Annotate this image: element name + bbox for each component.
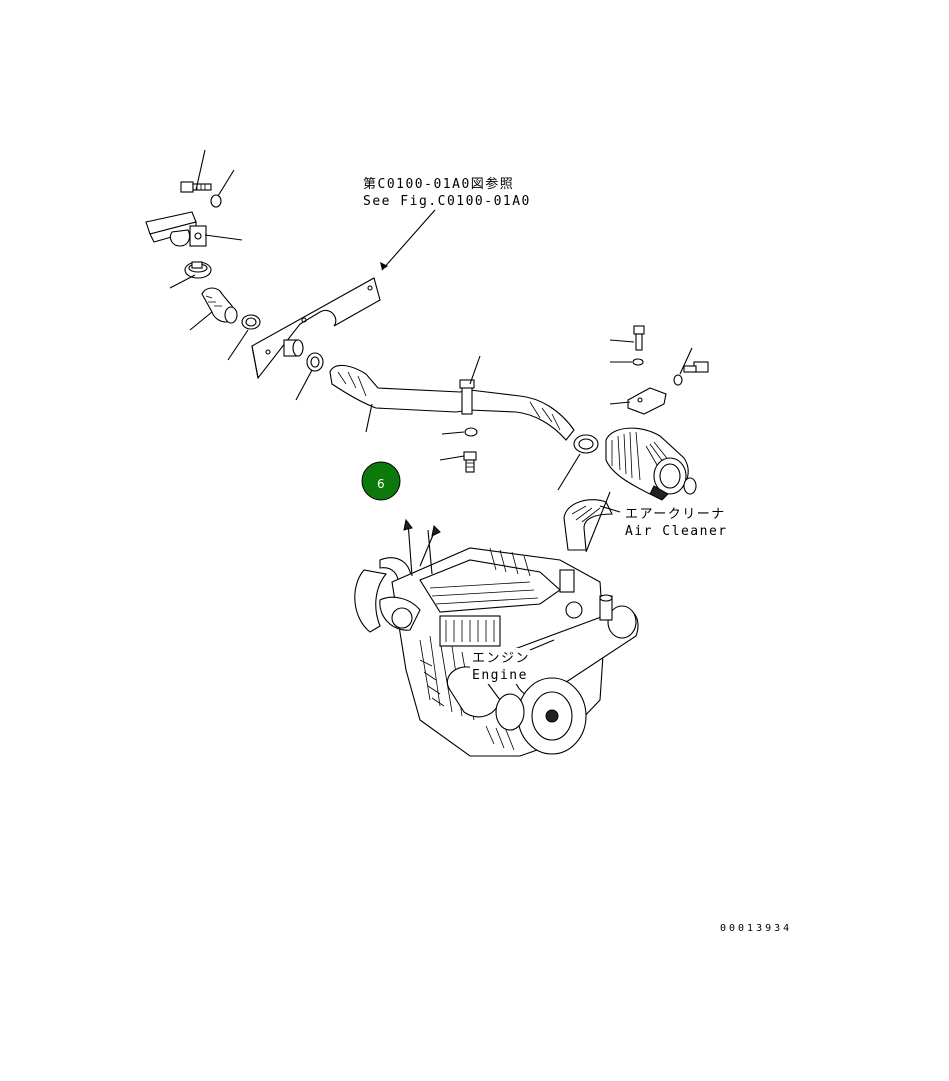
ref-arrowhead <box>380 262 388 270</box>
engine-label-background <box>470 648 526 684</box>
reference-label-jp: 第C0100-01A0図参照 <box>363 176 514 192</box>
item-badge[interactable]: 6 <box>361 461 401 501</box>
mounting-bracket <box>145 211 207 247</box>
washer-upper-left <box>210 194 222 208</box>
intake-hose <box>329 364 575 441</box>
hose-elbow <box>201 287 238 324</box>
washer-center <box>464 427 478 437</box>
bolt-upper-left <box>180 181 212 193</box>
item-badge-label[interactable]: 6 <box>377 477 385 491</box>
drawing-number: 00013934 <box>720 923 792 934</box>
hose-clamp-2 <box>241 314 261 330</box>
cover-plate <box>251 277 381 380</box>
engine-label-en: Engine <box>472 668 528 683</box>
bolt-center <box>463 451 477 473</box>
reference-label-en: See Fig.C0100-01A0 <box>363 194 531 209</box>
hose-clamp-1 <box>184 261 212 279</box>
engine-illustration <box>354 518 639 757</box>
engine-label-jp: エンジン <box>472 651 530 666</box>
air-cleaner-group <box>557 325 709 553</box>
hose-clamp-3 <box>306 352 324 372</box>
item-badge-circle[interactable] <box>361 461 401 501</box>
air-cleaner-label-jp: エアークリーナ <box>625 507 726 522</box>
upper-left-parts-group <box>145 149 261 361</box>
ref-leader-line <box>381 209 436 271</box>
air-cleaner-label-en: Air Cleaner <box>625 524 728 539</box>
